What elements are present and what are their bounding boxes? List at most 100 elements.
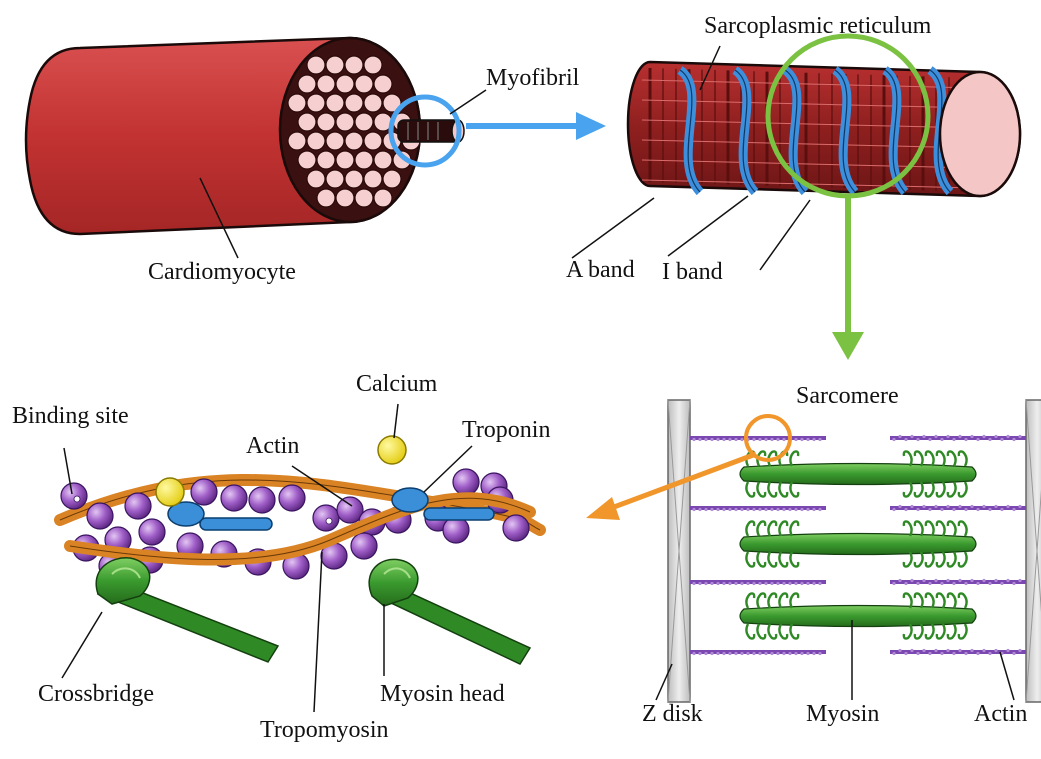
- actin-bead: [692, 652, 695, 655]
- actin-bead: [740, 582, 743, 585]
- label-actin-top: Actin: [246, 434, 299, 458]
- actin-bead: [1006, 435, 1009, 438]
- actin-bead: [776, 652, 779, 655]
- actin-bead: [916, 582, 919, 585]
- actin-bead: [892, 652, 895, 655]
- actin-bead: [770, 438, 773, 441]
- actin-bead: [710, 582, 713, 585]
- actin-bead: [922, 579, 925, 582]
- thick-filament: [740, 534, 976, 555]
- actin-bead: [818, 438, 821, 441]
- myosin-head-hook: [768, 552, 776, 567]
- actin-monomer: [139, 519, 165, 545]
- actin-monomer: [249, 487, 275, 513]
- actin-bead: [740, 438, 743, 441]
- actin-bead: [734, 508, 737, 511]
- actin-bead: [1018, 435, 1021, 438]
- thick-filaments: [740, 452, 976, 639]
- myofibril-disk: [374, 189, 392, 207]
- tropomyosin-leader: [314, 552, 322, 712]
- myofibril-disk: [326, 170, 344, 188]
- actin-bead: [958, 579, 961, 582]
- actin-bead: [952, 438, 955, 441]
- myofibril-disk: [364, 56, 382, 74]
- z-disk-right: [1026, 400, 1041, 702]
- actin-bead: [794, 582, 797, 585]
- actin-bead: [994, 435, 997, 438]
- myofibril-disk: [364, 94, 382, 112]
- actin-bead: [728, 652, 731, 655]
- myosin-head-hook: [746, 594, 754, 609]
- myofibril-disk: [364, 132, 382, 150]
- actin-bead: [806, 438, 809, 441]
- actin-bead: [928, 582, 931, 585]
- actin-monomer: [191, 479, 217, 505]
- actin-bead: [892, 582, 895, 585]
- myosin-head-hook: [948, 452, 956, 467]
- actin-bead: [952, 652, 955, 655]
- actin-bead: [946, 579, 949, 582]
- label-sarcoplasmic-reticulum: Sarcoplasmic reticulum: [704, 14, 931, 38]
- actin-bottom-leader: [1000, 652, 1014, 700]
- actin-bead: [1006, 505, 1009, 508]
- calcium-ion-bound: [156, 478, 184, 506]
- actin-bead: [964, 508, 967, 511]
- actin-bead: [692, 438, 695, 441]
- thick-filament: [740, 606, 976, 627]
- myofibril-disk: [317, 189, 335, 207]
- actin-bead: [806, 582, 809, 585]
- binding-site-dot: [74, 496, 80, 502]
- actin-bead: [946, 435, 949, 438]
- actin-bead: [758, 508, 761, 511]
- actin-bead: [934, 435, 937, 438]
- myosin-head-hook: [959, 452, 967, 467]
- actin-bead: [910, 579, 913, 582]
- actin-monomer: [453, 469, 479, 495]
- actin-bead: [806, 652, 809, 655]
- label-actin-bottom: Actin: [974, 702, 1027, 726]
- actin-bead: [892, 508, 895, 511]
- actin-bead: [1012, 508, 1015, 511]
- myosin-head-hook: [948, 482, 956, 497]
- actin-bead: [994, 649, 997, 652]
- thin-filament-detail: [60, 436, 540, 664]
- myofibril-disk: [317, 75, 335, 93]
- myosin-head-hook: [926, 552, 934, 567]
- label-binding-site: Binding site: [12, 404, 129, 428]
- myofibril-disk: [298, 113, 316, 131]
- actin-bead: [916, 652, 919, 655]
- myofibril-disk: [317, 113, 335, 131]
- sarcomere: [668, 400, 1041, 702]
- actin-bead: [910, 505, 913, 508]
- actin-bead: [698, 582, 701, 585]
- label-myosin: Myosin: [806, 702, 879, 726]
- myosin-head-hook: [768, 522, 776, 537]
- myofibril-disk: [307, 94, 325, 112]
- myosin-head-hook: [948, 624, 956, 639]
- thick-filament: [740, 464, 976, 485]
- actin-monomer: [351, 533, 377, 559]
- actin-bead: [818, 582, 821, 585]
- actin-bead: [806, 508, 809, 511]
- actin-monomer: [503, 515, 529, 541]
- actin-bead: [970, 649, 973, 652]
- actin-bead: [922, 649, 925, 652]
- actin-bead: [982, 505, 985, 508]
- label-cardiomyocyte: Cardiomyocyte: [148, 260, 296, 284]
- myofibril-disk: [298, 151, 316, 169]
- label-troponin: Troponin: [462, 418, 550, 442]
- myofibril-disk: [374, 75, 392, 93]
- myosin-head-hook: [768, 594, 776, 609]
- actin-bead: [958, 435, 961, 438]
- actin-bead: [734, 652, 737, 655]
- actin-bead: [958, 649, 961, 652]
- actin-bead: [928, 652, 931, 655]
- actin-bead: [812, 438, 815, 441]
- actin-bead: [964, 582, 967, 585]
- calcium-ion-free: [378, 436, 406, 464]
- actin-bead: [734, 438, 737, 441]
- myosin-head-hook: [937, 482, 945, 497]
- actin-bead: [946, 505, 949, 508]
- actin-bead: [988, 652, 991, 655]
